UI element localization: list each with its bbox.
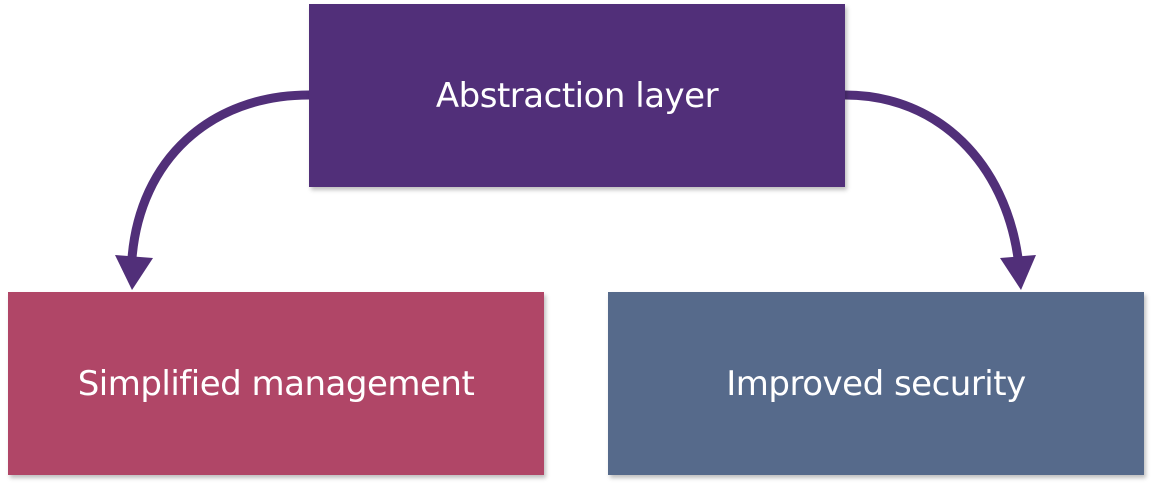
simplified-management-label: Simplified management xyxy=(77,363,475,404)
arrow-to-improved-security xyxy=(844,90,1023,259)
abstraction-layer-label: Abstraction layer xyxy=(435,75,719,116)
arrowhead-right xyxy=(1000,255,1036,290)
arrow-to-simplified-management xyxy=(127,90,310,259)
improved-security-box: Improved security xyxy=(608,292,1144,475)
simplified-management-box: Simplified management xyxy=(8,292,544,475)
arrowhead-left xyxy=(115,255,153,290)
improved-security-label: Improved security xyxy=(726,363,1026,404)
abstraction-layer-box: Abstraction layer xyxy=(309,4,845,187)
